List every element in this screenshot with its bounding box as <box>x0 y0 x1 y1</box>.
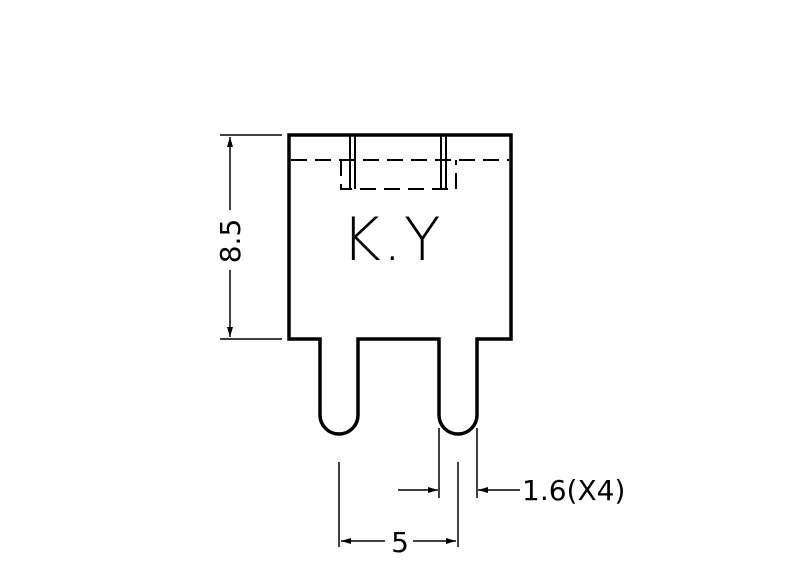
pin-width-dimension-label: 1.6(X4) <box>522 474 625 507</box>
component-marking: K.Y <box>341 205 442 275</box>
pin-width-dimension <box>398 428 520 498</box>
height-dimension <box>220 134 282 340</box>
height-dimension-label: 8.5 <box>214 219 247 264</box>
slot-lines <box>349 136 447 189</box>
component-body-outline <box>287 133 513 436</box>
pitch-dimension-label: 5 <box>391 526 409 559</box>
pitch-dimension <box>338 462 459 547</box>
hidden-lines <box>291 159 509 190</box>
